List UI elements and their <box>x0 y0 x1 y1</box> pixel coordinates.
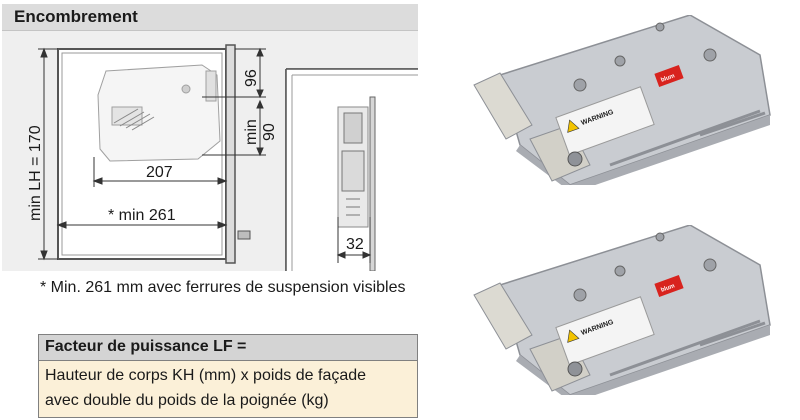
power-factor-body: Hauteur de corps KH (mm) x poids de faça… <box>39 361 417 413</box>
power-factor-line-1: Hauteur de corps KH (mm) x poids de faça… <box>45 367 367 384</box>
detail-view <box>285 68 418 271</box>
dimension-32 <box>336 217 372 263</box>
dimension-261-label: * min 261 <box>108 207 176 224</box>
power-factor-box: Facteur de puissance LF = Hauteur de cor… <box>38 334 418 418</box>
brand-logo <box>654 274 684 298</box>
dimension-lh <box>38 47 58 261</box>
section-header: Encombrement <box>2 4 418 31</box>
warning-sticker <box>555 86 655 156</box>
power-factor-title: Facteur de puissance LF = <box>39 335 417 361</box>
dimension-96 <box>202 47 266 99</box>
section-title: Encombrement <box>14 7 138 26</box>
dimension-90-label-min: min <box>243 119 260 145</box>
mechanism-body: WARNING blum <box>473 225 771 395</box>
dimension-207 <box>92 157 228 187</box>
front-panel <box>225 44 236 264</box>
dimension-96-label: 96 <box>243 69 260 87</box>
dimension-261 <box>56 221 228 229</box>
dimension-lh-label: min LH = 170 <box>27 125 44 221</box>
mechanism-silhouette <box>97 64 221 162</box>
dimension-drawing-svg: min LH = 170 96 min 90 207 <box>27 44 418 271</box>
dimension-90 <box>202 99 266 157</box>
brand-logo-text: blum <box>660 73 676 84</box>
brand-logo-text: blum <box>660 283 676 294</box>
warning-sticker <box>555 296 655 366</box>
dimension-32-label: 32 <box>346 236 364 253</box>
handle <box>237 230 251 240</box>
lift-mechanism-photo-top: WARNING blum <box>473 15 771 185</box>
dimension-207-label: 207 <box>146 164 173 181</box>
technical-drawing: min LH = 170 96 min 90 207 <box>2 31 418 271</box>
power-factor-line-2: avec double du poids de la poignée (kg) <box>45 392 329 409</box>
footnote: * Min. 261 mm avec ferrures de suspensio… <box>40 279 406 296</box>
dimension-90-label-value: 90 <box>261 123 278 141</box>
brand-logo <box>654 64 684 88</box>
lift-mechanism-photo-bottom: WARNING blum <box>473 225 771 395</box>
mechanism-body: WARNING blum <box>473 15 771 185</box>
